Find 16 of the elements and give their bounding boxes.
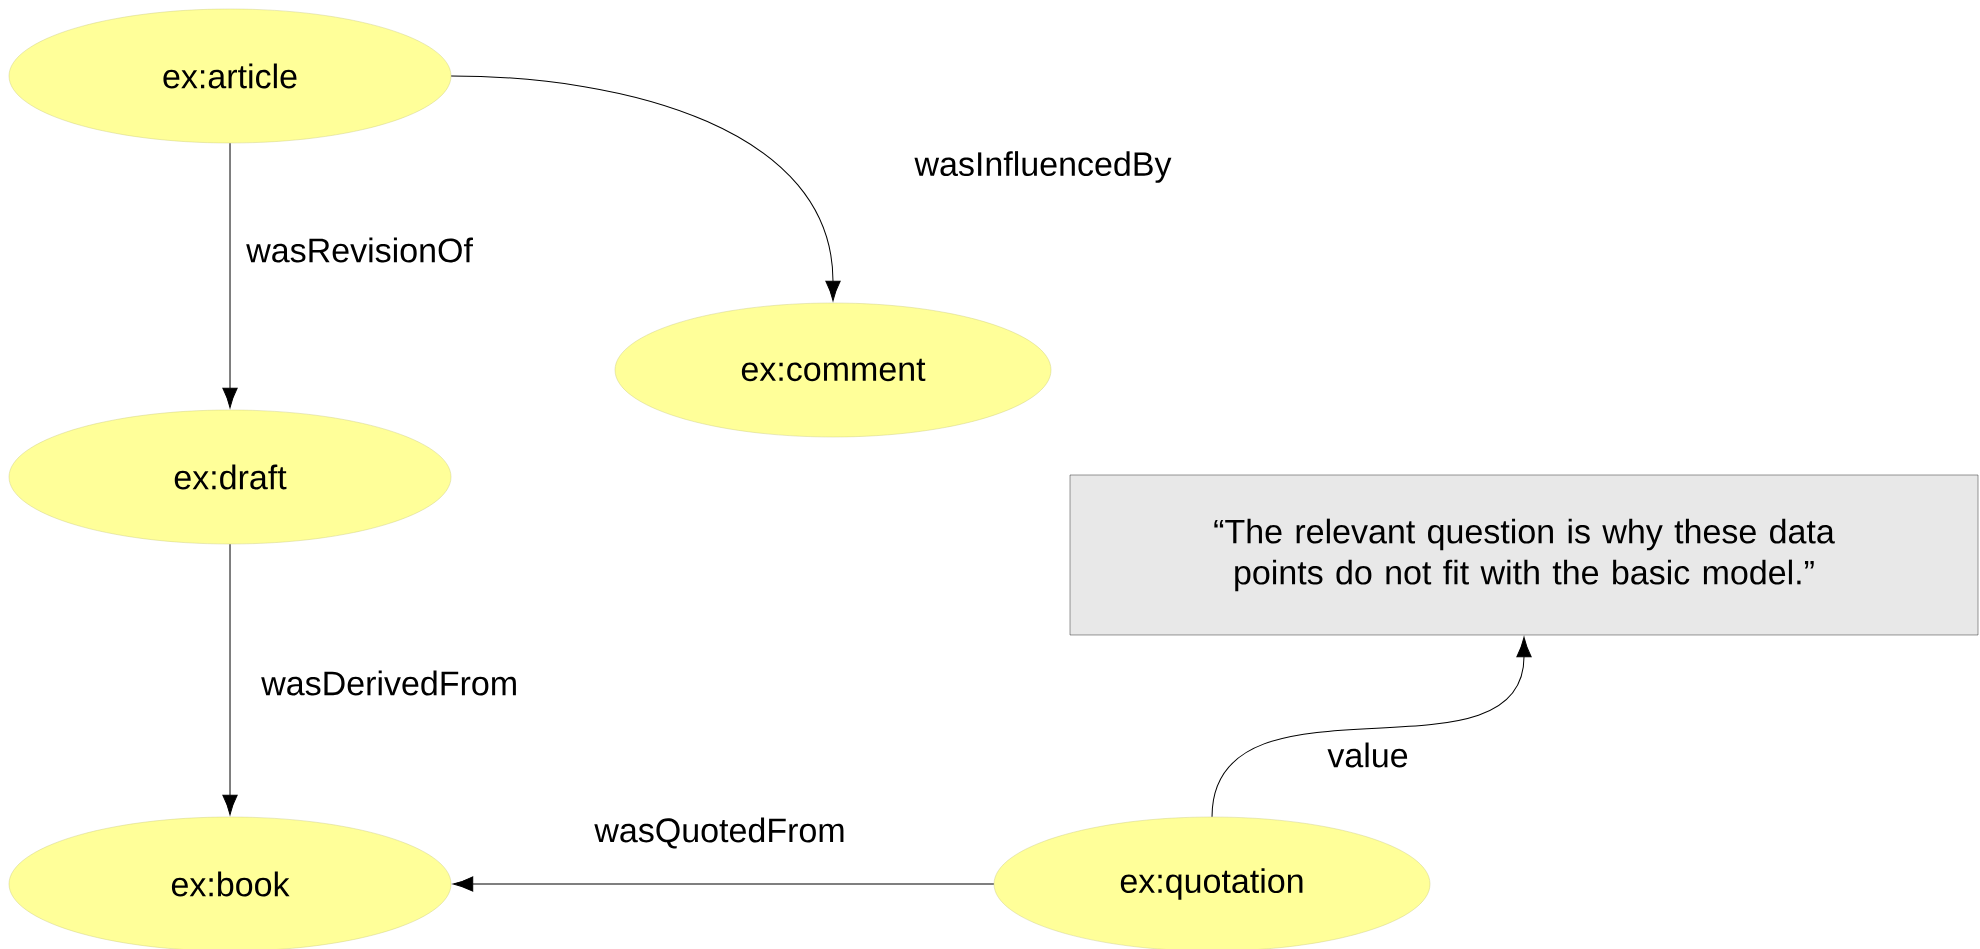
edge-label: wasDerivedFrom [261, 670, 516, 696]
ellipse-node: ex:quotation [993, 816, 1431, 949]
ellipse-node: ex:book [8, 816, 452, 949]
quote-box: “The relevant question is why these data points do not fit with the basic model.” [1069, 474, 1979, 636]
ellipse-node: ex:article [8, 8, 452, 144]
edge-label: wasInfluencedBy [914, 151, 1172, 183]
arrow [450, 75, 841, 302]
edge-label: wasQuotedFrom [594, 817, 844, 849]
arrow [222, 543, 238, 816]
arrow [222, 142, 238, 409]
arrow [452, 876, 995, 892]
edge-label: value [1327, 742, 1408, 768]
ellipse-node: ex:draft [8, 409, 452, 545]
ellipse-node: ex:comment [614, 302, 1052, 438]
edge-label: wasRevisionOf [246, 237, 473, 263]
arrow [1211, 636, 1532, 818]
